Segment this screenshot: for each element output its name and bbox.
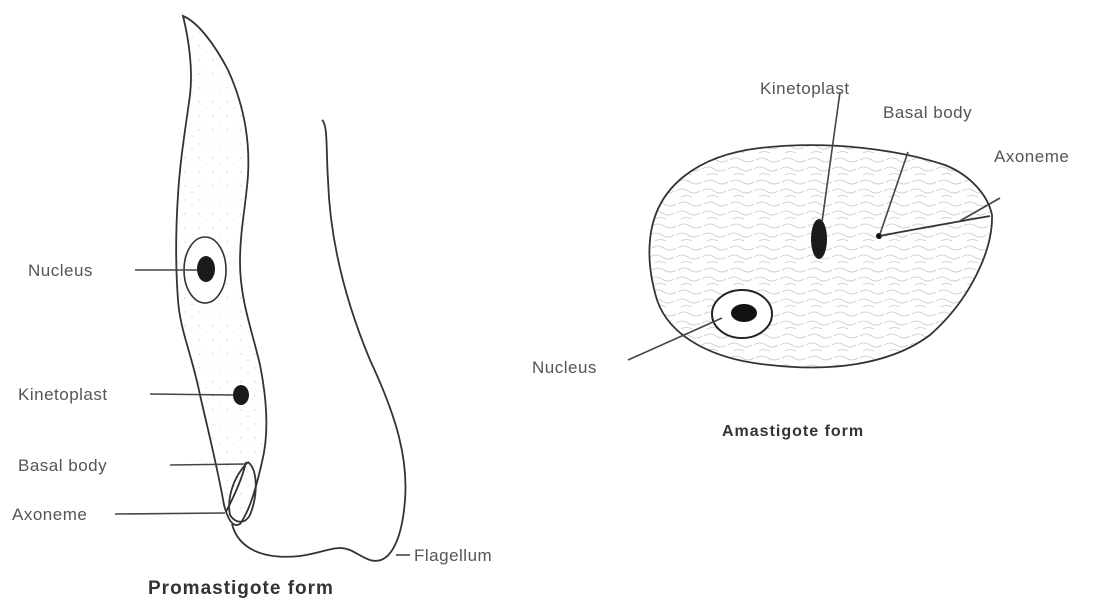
amastigote-figure: Kinetoplast Basal body Axoneme Nucleus A… — [532, 79, 1069, 440]
label-nucleus-promastigote: Nucleus — [28, 261, 93, 280]
promastigote-kinetoplast — [233, 385, 249, 405]
label-axoneme-amastigote: Axoneme — [994, 147, 1069, 166]
promastigote-nucleus — [197, 256, 215, 282]
amastigote-nucleus — [731, 304, 757, 322]
promastigote-figure: Nucleus Kinetoplast Basal body Axoneme F… — [12, 16, 492, 599]
leader-basal-body-left — [170, 464, 246, 465]
flagellum — [232, 120, 406, 561]
label-kinetoplast-amastigote: Kinetoplast — [760, 79, 850, 98]
label-axoneme-promastigote: Axoneme — [12, 505, 87, 524]
label-basal-body-promastigote: Basal body — [18, 456, 107, 475]
label-nucleus-amastigote: Nucleus — [532, 358, 597, 377]
label-flagellum: Flagellum — [414, 546, 492, 565]
label-basal-body-amastigote: Basal body — [883, 103, 972, 122]
label-kinetoplast-promastigote: Kinetoplast — [18, 385, 108, 404]
leader-kinetoplast-left — [150, 394, 233, 395]
amastigote-kinetoplast — [811, 219, 827, 259]
leader-axoneme-left — [115, 513, 225, 514]
caption-promastigote: Promastigote form — [148, 578, 334, 599]
caption-amastigote: Amastigote form — [722, 423, 864, 440]
